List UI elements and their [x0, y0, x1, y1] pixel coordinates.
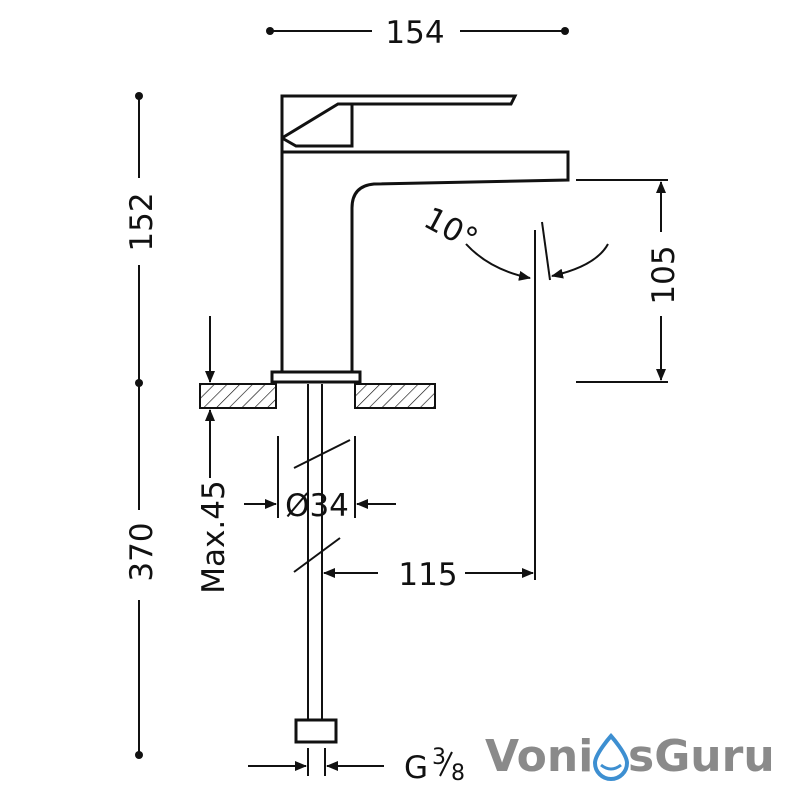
faucet-body [280, 138, 570, 374]
dimension-angle: 10° [418, 200, 609, 281]
logo-text-part1: Voni [485, 731, 593, 782]
dimension-width-total: 154 [266, 15, 569, 51]
faucet-outline [270, 94, 570, 384]
water-drop-icon [592, 732, 630, 781]
dimension-label-thread-numerator: 3 [432, 745, 446, 770]
pipe-fitting [294, 718, 338, 744]
supply-pipe [293, 384, 351, 744]
logo-text-part2: sGuru [628, 731, 775, 782]
lever-block [281, 102, 354, 148]
countertop-section [199, 383, 436, 409]
dimension-label-thread-denominator: 8 [451, 761, 465, 786]
dimension-label-spout-height: 105 [646, 245, 682, 304]
dimension-label-diameter: Ø34 [285, 488, 349, 524]
dimension-label-reach: 115 [398, 557, 457, 593]
dimension-reach: 115 [323, 230, 536, 593]
voniosguru-logo: Voni sGuru [485, 731, 775, 782]
dimension-height-overall: 152 370 [124, 92, 160, 759]
dimension-label-height-upper: 152 [124, 192, 160, 251]
dimension-diameter: Ø34 [244, 436, 396, 524]
base-flange [270, 370, 362, 384]
dimension-label-width-total: 154 [385, 15, 444, 51]
dimension-label-max-thickness: Max.45 [196, 480, 232, 593]
lever-handle [280, 94, 518, 141]
dimension-spout-height: 105 [576, 179, 682, 383]
dimension-thread: G 3 8 [248, 745, 465, 786]
dimension-label-angle: 10° [418, 200, 483, 258]
dimension-label-height-lower: 370 [124, 522, 160, 581]
dimension-label-thread-g: G [404, 750, 428, 786]
dimension-max-thickness: Max.45 [196, 316, 232, 594]
